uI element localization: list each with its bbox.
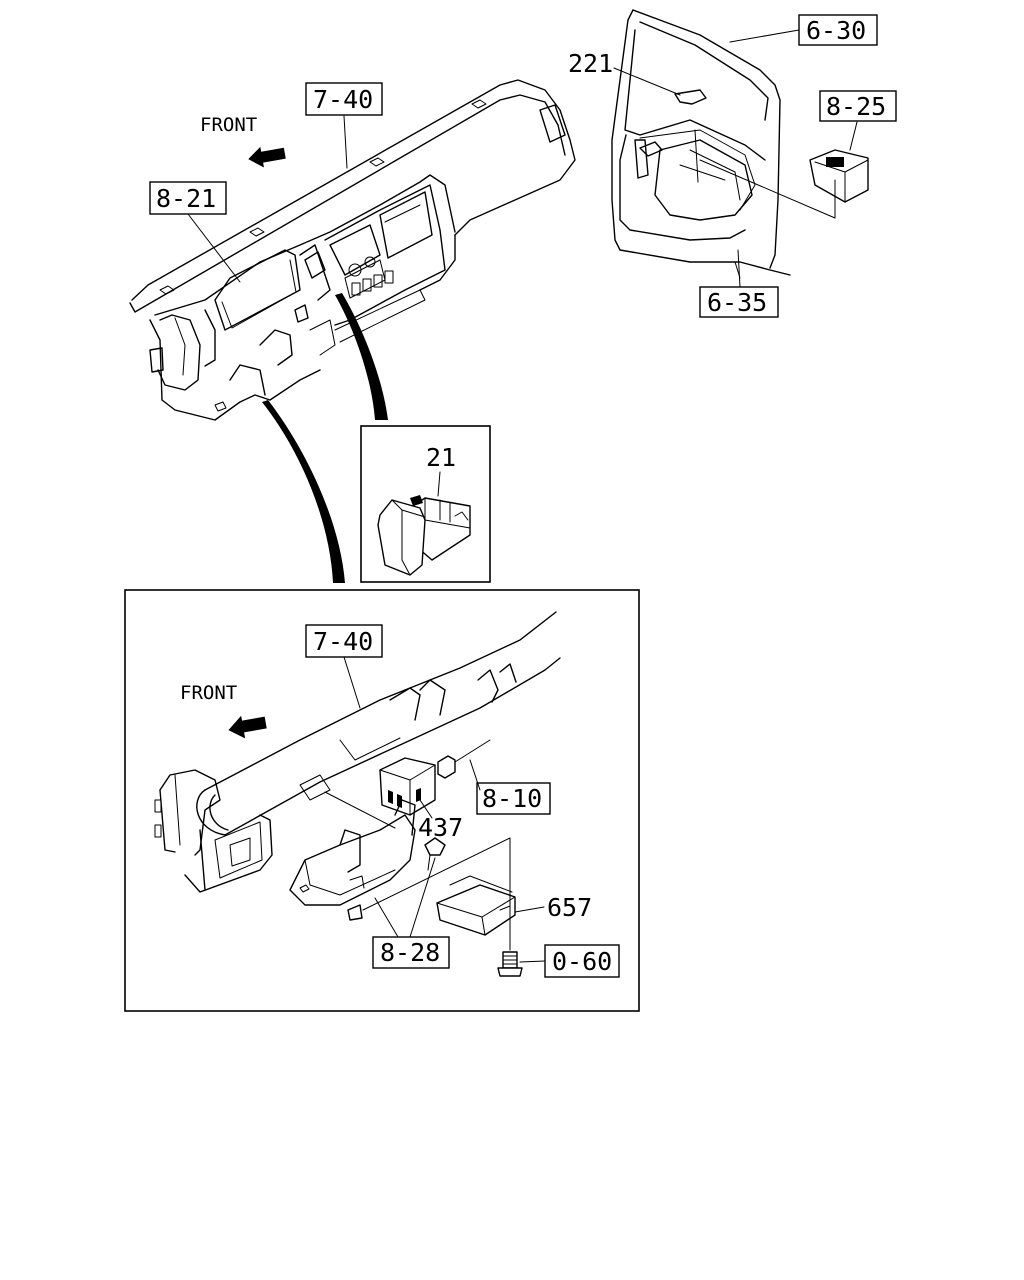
leader-arrow-to-detail (262, 400, 345, 583)
callout-0-60: 0-60 (552, 947, 612, 976)
callout-8-21: 8-21 (156, 184, 216, 213)
part-221: 221 (568, 49, 613, 78)
front-label-top: FRONT (200, 114, 257, 136)
callout-box-8-21 (149, 181, 227, 215)
callout-box-7-40 (305, 82, 383, 116)
part-21: 21 (426, 443, 456, 472)
bracket-illustration (289, 791, 511, 921)
switch-inset-frame (360, 425, 491, 583)
callout-box-0-60 (544, 944, 620, 978)
front-arrow-icon-detail (228, 715, 267, 739)
callout-box-6-30 (798, 14, 878, 46)
detail-frame (124, 589, 640, 1012)
door-illustration (611, 9, 791, 279)
callout-box-8-25 (819, 90, 897, 122)
callout-box-8-28 (372, 936, 450, 969)
bolt-illustration (497, 869, 523, 977)
callout-7-40-detail: 7-40 (313, 627, 373, 656)
callout-box-7-40-detail (305, 624, 383, 658)
front-arrow-icon-top (248, 146, 286, 168)
callout-box-6-35 (699, 286, 779, 318)
callout-8-28: 8-28 (380, 938, 440, 967)
callout-8-25: 8-25 (826, 92, 886, 121)
dashboard-illustration (129, 79, 576, 421)
relay-illustration (299, 739, 491, 816)
callout-6-35: 6-35 (707, 288, 767, 317)
callout-8-10: 8-10 (482, 784, 542, 813)
callout-box-8-10 (476, 782, 551, 815)
callout-6-30: 6-30 (806, 16, 866, 45)
front-label-detail: FRONT (180, 682, 237, 704)
leader-arrow-to-switch (335, 293, 388, 420)
module-illustration (436, 875, 516, 936)
part-657: 657 (547, 893, 592, 922)
switch-illustration (377, 495, 471, 576)
callout-7-40: 7-40 (313, 85, 373, 114)
part-437: 437 (418, 813, 463, 842)
mirror-switch-illustration (694, 129, 869, 219)
